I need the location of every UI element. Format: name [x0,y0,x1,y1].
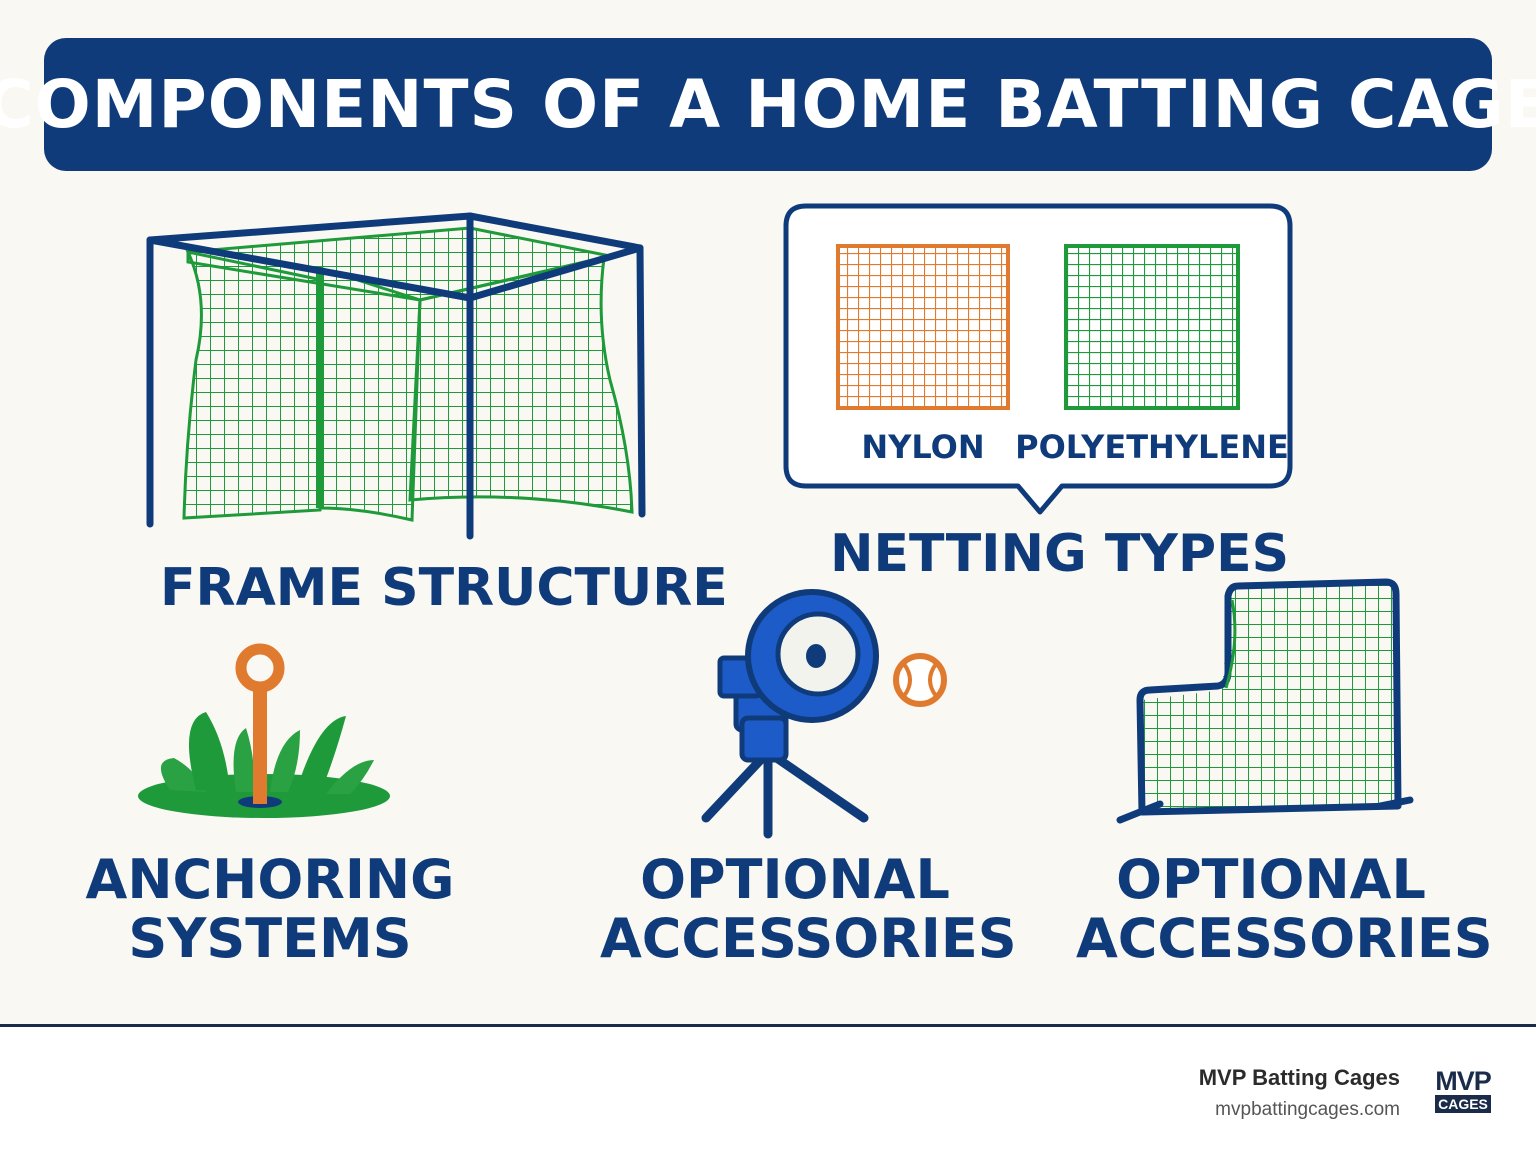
optional-accessories-1-line-2: ACCESSORIES [600,907,1017,971]
optional-accessories-1-line-1: OPTIONAL [640,848,950,911]
ground-stake-icon [138,643,390,818]
anchoring-line-1: ANCHORING [85,848,455,911]
brand-logo: MVP CAGES [1432,1068,1494,1116]
anchoring-line-2: SYSTEMS [128,907,412,971]
brand-name: MVP Batting Cages [1198,1065,1400,1090]
baseball-icon [893,653,947,707]
optional-accessories-label-1: OPTIONAL ACCESSORIES [600,848,1017,971]
optional-accessories-2-line-1: OPTIONAL [1116,848,1426,911]
optional-accessories-label-2: OPTIONAL ACCESSORIES [1076,848,1493,971]
polyethylene-swatch [1064,244,1240,410]
nylon-swatch [836,244,1010,410]
speech-bubble-icon: NYLON POLYETHYLENE [783,203,1293,515]
page-title: COMPONENTS OF A HOME BATTING CAGE [0,66,1536,143]
pitching-machine-icon [701,589,947,839]
nylon-label: NYLON [861,428,984,466]
logo-cages-text: CAGES [1435,1095,1491,1113]
polyethylene-label: POLYETHYLENE [1015,428,1289,466]
footer-divider [0,1024,1536,1027]
optional-accessories-2-line-2: ACCESSORIES [1076,907,1493,971]
l-screen-icon [1116,578,1414,824]
cage-frame-icon [146,212,646,540]
title-banner: COMPONENTS OF A HOME BATTING CAGE [0,38,1536,171]
netting-types-label: NETTING TYPES [830,524,1290,584]
logo-mvp-text: MVP [1435,1066,1492,1096]
frame-structure-label: FRAME STRUCTURE [160,558,728,618]
anchoring-systems-label: ANCHORING SYSTEMS [80,850,460,969]
footer [0,1027,1536,1154]
brand-url[interactable]: mvpbattingcages.com [1215,1099,1400,1120]
